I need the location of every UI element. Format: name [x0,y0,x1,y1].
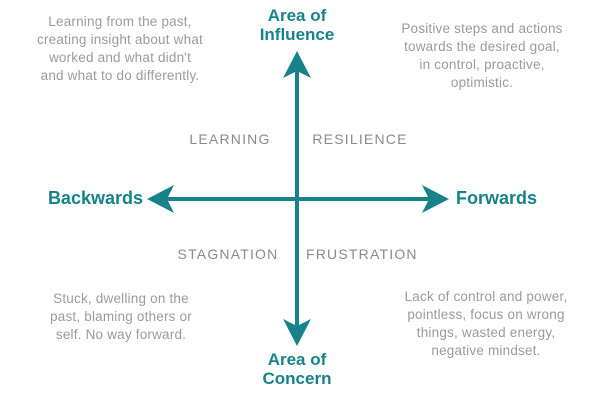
description-bottom-right: Lack of control and power, pointless, fo… [404,289,568,358]
arrowhead-left-icon [147,185,174,213]
description-top-right: Positive steps and actions towards the d… [401,21,563,90]
arrowhead-down-icon [283,319,311,346]
axis-label-backwards: Backwards [47,188,143,208]
arrowhead-right-icon [422,185,449,213]
arrowhead-up-icon [283,51,311,78]
description-top-left: Learning from the past, creating insight… [36,14,203,83]
axis-label-forwards: Forwards [456,188,538,208]
axis-title-top: Area of Influence [259,6,335,44]
quadrant-label-learning: LEARNING [189,131,271,147]
axis-title-bottom: Area of Concern [262,350,332,388]
quadrant-label-resilience: RESILIENCE [312,131,408,147]
description-bottom-left: Stuck, dwelling on the past, blaming oth… [50,291,192,342]
quadrant-label-stagnation: STAGNATION [177,246,279,262]
quadrant-label-frustration: FRUSTRATION [306,246,418,262]
